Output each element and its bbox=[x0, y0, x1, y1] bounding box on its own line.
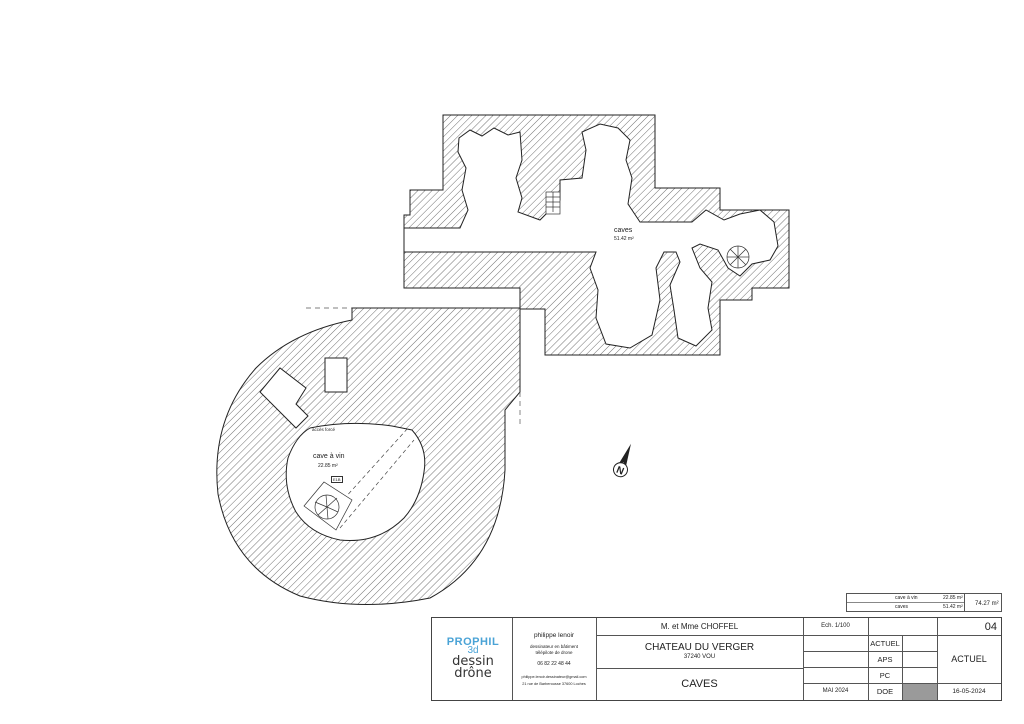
sheet-number: 04 bbox=[984, 621, 997, 633]
title-block: PROPHIL 3d dessin drône philippe lenoir … bbox=[431, 617, 1002, 701]
spiral-stair-lower bbox=[303, 481, 353, 531]
area-row-value: 22.85 m² bbox=[943, 595, 963, 601]
author-address: 21 rue de Barberousse 37600 Loches bbox=[522, 682, 586, 686]
status-label: ACTUEL bbox=[951, 654, 987, 664]
author-phone: 06 82 22 48 44 bbox=[537, 661, 571, 667]
access-label: accès forcé bbox=[312, 427, 336, 432]
logo-line4: drône bbox=[454, 666, 492, 681]
author-email: philippe.lenoir.dessinateur@gmail.com bbox=[521, 675, 587, 679]
project-location: 37240 VOU bbox=[683, 654, 716, 660]
company-logo: PROPHIL 3d dessin drône bbox=[440, 636, 506, 680]
dashed-outlines bbox=[306, 307, 521, 425]
revision-date: 16-05-2024 bbox=[952, 688, 986, 695]
logo-line2: 3d bbox=[467, 645, 479, 656]
area-row-value: 51.42 m² bbox=[943, 604, 963, 610]
drawing-date: MAI 2024 bbox=[822, 688, 849, 694]
north-arrow-icon: N bbox=[613, 443, 631, 478]
author-name: philippe lenoir bbox=[533, 632, 575, 639]
straight-stair bbox=[545, 191, 561, 215]
phase-actuel: ACTUEL bbox=[870, 639, 900, 648]
drawing-scale: Ech. 1/100 bbox=[821, 623, 850, 629]
stair-tag: E1B bbox=[331, 476, 343, 483]
sheet-title: CAVES bbox=[681, 678, 718, 690]
logo-line3: dessin bbox=[452, 654, 494, 669]
phase-pc: PC bbox=[879, 671, 891, 680]
spiral-stair-upper bbox=[726, 245, 750, 269]
area-row-name: cave à vin bbox=[895, 595, 918, 601]
logo-line1: PROPHIL bbox=[446, 636, 500, 648]
client-name: M. et Mme CHOFFEL bbox=[660, 622, 739, 631]
project-name: CHATEAU DU VERGER bbox=[644, 642, 755, 653]
area-total: 74.27 m² bbox=[975, 601, 999, 607]
area-summary-table: cave à vin 22.85 m² caves 51.42 m² 74.27… bbox=[846, 593, 1002, 612]
area-row-name: caves bbox=[895, 604, 909, 610]
phase-aps: APS bbox=[877, 655, 893, 664]
room-label-cave-a-vin: cave à vin bbox=[313, 453, 345, 460]
svg-text:N: N bbox=[615, 465, 626, 478]
author-role: dessinateur en bâtiment télépilote de dr… bbox=[529, 644, 579, 655]
room-area-caves: 51.42 m² bbox=[614, 236, 634, 242]
phase-doe: DOE bbox=[876, 687, 894, 696]
doe-status-cell bbox=[903, 684, 937, 700]
room-label-caves: caves bbox=[614, 227, 633, 234]
cave-a-vin-walls bbox=[216, 307, 521, 605]
room-area-cave-a-vin: 22.85 m² bbox=[318, 463, 338, 469]
